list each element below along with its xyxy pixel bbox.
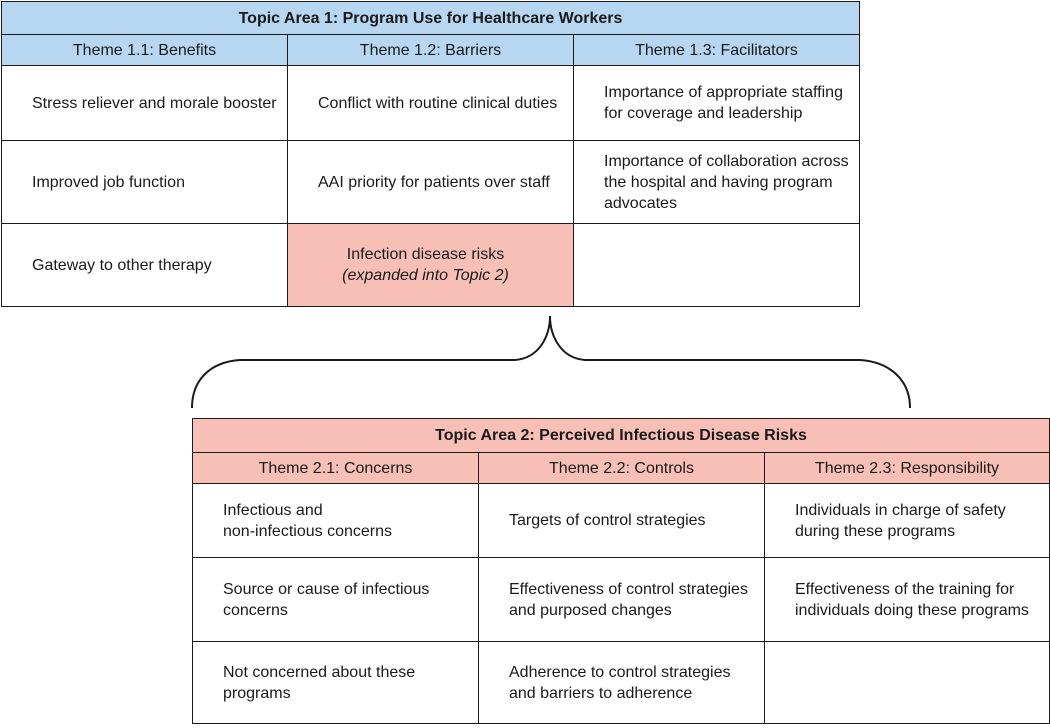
facilitator-cell: Importance of appropriate staffing for c… xyxy=(573,65,860,141)
benefit-cell: Improved job function xyxy=(1,140,288,224)
barrier-cell: AAI priority for patients over staff xyxy=(287,140,574,224)
empty-cell xyxy=(763,641,1050,724)
theme-1-3-header: Theme 1.3: Facilitators xyxy=(573,34,860,66)
infection-risk-highlight-cell: Infection disease risks (expanded into T… xyxy=(287,223,574,307)
concern-line: Infectious and xyxy=(223,501,323,519)
control-cell: Targets of control strategies xyxy=(478,483,765,558)
infection-risk-label: Infection disease risks xyxy=(346,246,505,263)
theme-1-2-header: Theme 1.2: Barriers xyxy=(287,34,574,66)
theme-2-1-header: Theme 2.1: Concerns xyxy=(192,452,479,484)
concern-cell: Source or cause of infectious concerns xyxy=(192,557,479,642)
responsibility-cell: Effectiveness of the training for indivi… xyxy=(763,557,1050,642)
facilitator-cell: Importance of collaboration across the h… xyxy=(573,140,860,224)
brace-left-arm xyxy=(191,315,551,409)
topic-area-2-table: Topic Area 2: Perceived Infectious Disea… xyxy=(191,418,1050,724)
benefit-cell: Gateway to other therapy xyxy=(1,223,288,307)
theme-2-3-header: Theme 2.3: Responsibility xyxy=(763,452,1050,484)
concern-cell: Infectious and non-infectious concerns xyxy=(192,483,479,558)
empty-cell xyxy=(573,223,860,307)
topic-area-2-title: Topic Area 2: Perceived Infectious Disea… xyxy=(191,418,1050,453)
barrier-cell: Conflict with routine clinical duties xyxy=(287,65,574,141)
brace-right-arm xyxy=(549,315,911,409)
topic-area-1-title: Topic Area 1: Program Use for Healthcare… xyxy=(1,1,860,35)
expanded-note: (expanded into Topic 2) xyxy=(342,267,509,284)
control-cell: Effectiveness of control strategies and … xyxy=(478,557,765,642)
theme-1-1-header: Theme 1.1: Benefits xyxy=(1,34,288,66)
topic-area-1-table: Topic Area 1: Program Use for Healthcare… xyxy=(1,1,860,307)
benefit-cell: Stress reliever and morale booster xyxy=(1,65,288,141)
responsibility-cell: Individuals in charge of safety during t… xyxy=(763,483,1050,558)
theme-2-2-header: Theme 2.2: Controls xyxy=(478,452,765,484)
concern-line: non-infectious concerns xyxy=(223,522,392,540)
control-cell: Adherence to control strategies and barr… xyxy=(478,641,765,724)
concern-cell: Not concerned about these programs xyxy=(192,641,479,724)
